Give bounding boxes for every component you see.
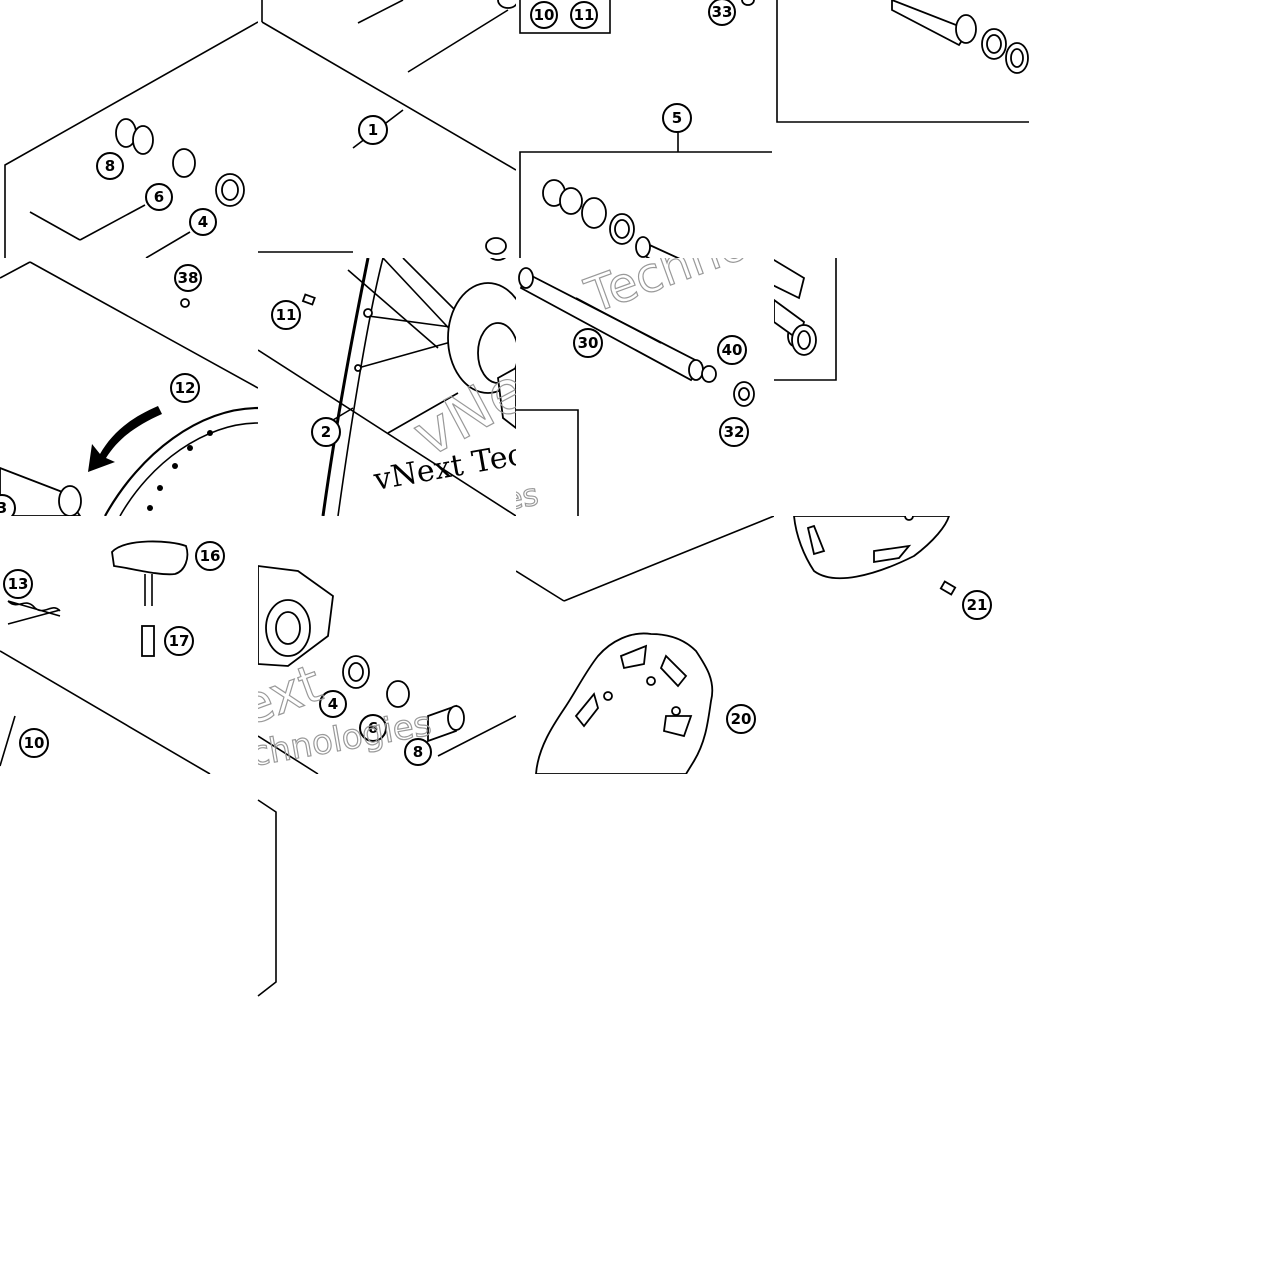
callout-10: 10 [530, 1, 558, 29]
tile-disc-bolt: 21 [774, 516, 1032, 774]
svg-text:4: 4 [198, 213, 208, 231]
callout-2: 2 [311, 417, 341, 447]
svg-text:33: 33 [712, 3, 733, 21]
callout-21: 21 [962, 590, 992, 620]
svg-text:6: 6 [154, 188, 164, 206]
callout-4: 4 [189, 208, 217, 236]
svg-text:10: 10 [24, 734, 45, 752]
svg-text:21: 21 [967, 596, 988, 614]
svg-text:8: 8 [413, 743, 423, 761]
callout-11: 11 [271, 300, 301, 330]
callout-32: 32 [719, 417, 749, 447]
tile-axle-right [774, 258, 1032, 516]
svg-text:8: 8 [105, 157, 115, 175]
callout-16: 16 [195, 541, 225, 571]
callout-20: 20 [726, 704, 756, 734]
callout-6: 6 [359, 714, 387, 742]
bearing [581, 197, 607, 229]
tile-frame-edge [0, 774, 278, 1004]
nut [701, 365, 717, 383]
disc-bolt [939, 580, 957, 596]
callout-17: 17 [164, 626, 194, 656]
watermark-ghost: Techno [578, 258, 755, 325]
spacer-ring [172, 148, 196, 178]
arrow-icon [88, 406, 162, 472]
tile-hub-left: 8 6 4 15 [0, 0, 258, 258]
svg-text:13: 13 [8, 575, 29, 593]
callout-38: 38 [174, 264, 202, 292]
callout-4: 4 [319, 690, 347, 718]
callout-33: 33 [708, 0, 736, 26]
callout-13: 13 [3, 569, 33, 599]
tile-brake-disc: 20 ologies [516, 516, 774, 774]
rim-tape [111, 540, 189, 576]
valve [141, 625, 155, 657]
watermark-ghost: ologies [516, 516, 527, 536]
tile-kit-5: 10 11 33 5 [516, 0, 774, 258]
svg-text:16: 16 [200, 547, 221, 565]
tile-tube: 13 16 17 10 [0, 516, 258, 774]
callout-8: 8 [404, 738, 432, 766]
tile-wheel-top: 1 [258, 0, 516, 258]
tile-hub-right: 4 6 8 ext chnologies [258, 516, 516, 774]
callout-12: 12 [170, 373, 200, 403]
watermark-ghost: nologies [516, 478, 541, 516]
svg-text:38: 38 [178, 269, 199, 287]
svg-text:11: 11 [574, 6, 595, 24]
callout-30: 30 [573, 328, 603, 358]
svg-text:32: 32 [724, 423, 745, 441]
callout-5: 5 [662, 103, 692, 133]
callout-3: 3 [0, 494, 16, 516]
tile-axle: 30 40 32 Techno nologies [516, 258, 774, 516]
svg-text:11: 11 [276, 306, 297, 324]
tile-rim-left: 38 12 3 [0, 258, 258, 516]
callout-1: 1 [358, 115, 388, 145]
callout-10: 10 [19, 728, 49, 758]
svg-text:17: 17 [169, 632, 190, 650]
callout-6: 6 [145, 183, 173, 211]
svg-text:1: 1 [368, 121, 378, 139]
svg-text:5: 5 [672, 109, 682, 127]
svg-text:20: 20 [731, 710, 752, 728]
tile-axle-top-right [774, 0, 1032, 258]
svg-text:6: 6 [368, 719, 378, 737]
svg-text:4: 4 [328, 695, 338, 713]
bushing-part [115, 118, 154, 155]
svg-text:3: 3 [0, 499, 7, 516]
svg-text:12: 12 [175, 379, 196, 397]
callout-40: 40 [717, 335, 747, 365]
svg-text:40: 40 [722, 341, 743, 359]
svg-text:10: 10 [534, 6, 555, 24]
svg-text:30: 30 [578, 334, 599, 352]
svg-text:2: 2 [321, 423, 331, 441]
bushing-part [542, 179, 583, 215]
tile-wheel-hub: 11 2 vNext Tec vNe [258, 258, 516, 516]
callout-8: 8 [96, 152, 124, 180]
callout-11: 11 [570, 1, 598, 29]
